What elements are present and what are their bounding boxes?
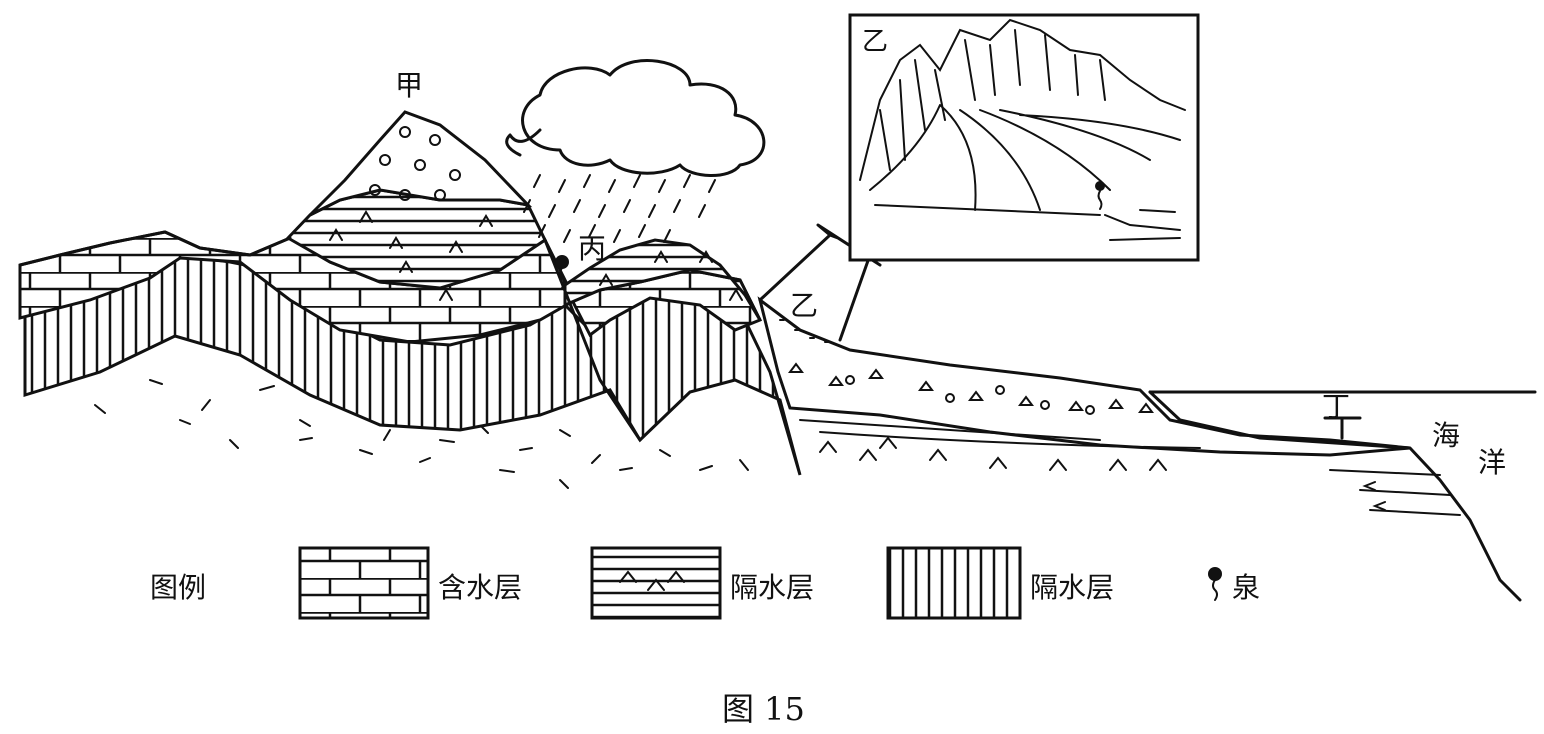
cloud [505,59,766,177]
ding-marker [1323,416,1362,440]
summit-gravel [369,126,461,201]
label-ding: 丁 [1322,390,1350,423]
inset-river [1104,209,1181,241]
label-ocean-2: 洋 [1478,446,1506,479]
label-jia: 甲 [395,69,423,102]
mountain-jia-summit [308,110,533,217]
inset-label-yi: 乙 [862,27,888,57]
figure-caption: 图 15 [722,690,805,728]
spring-icon-inset [1095,181,1105,210]
spring-icon-bing [555,255,569,289]
legend-spring-label: 泉 [1232,571,1260,604]
legend: 图例 含水层 隔水层 隔水层 泉 [150,546,1260,620]
legend-aquifer-swatch [298,546,430,620]
ocean-currents [1329,469,1461,516]
inset-alluvial-fan-view: 乙 [848,13,1200,262]
inset-mountains [859,18,1186,181]
legend-aquiclude-2-swatch [886,546,1022,620]
plain-gravel [779,319,1201,449]
land-surface [18,230,292,267]
cross-section: 甲 丙 乙 丁 海 洋 [18,59,1537,602]
legend-spring-icon [1208,567,1222,601]
label-bing: 丙 [578,232,606,265]
legend-aquiclude-1-label: 隔水层 [730,571,814,604]
rain [523,174,716,243]
coastal-plain-sediments [757,296,1411,457]
aquiclude-triangles [329,210,493,301]
label-yi: 乙 [790,289,818,322]
legend-aquiclude-1-swatch [590,546,722,620]
legend-aquiclude-2-label: 隔水层 [1030,571,1114,604]
continental-shelf [1148,390,1522,602]
label-ocean-1: 海 [1432,419,1460,452]
legend-aquifer-label: 含水层 [438,571,522,604]
inset-fan [869,104,1181,216]
callout-arrow [758,223,882,342]
legend-title: 图例 [150,571,206,604]
